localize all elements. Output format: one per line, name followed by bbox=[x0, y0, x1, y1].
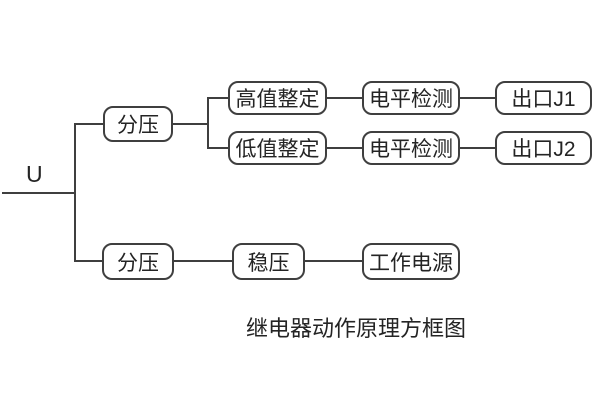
connector-split-to-low bbox=[207, 147, 230, 149]
connector-split-to-high bbox=[207, 97, 230, 99]
connector-u-input-line bbox=[2, 192, 74, 194]
connector-high-to-detect1 bbox=[326, 97, 364, 99]
block-level-detect-1: 电平检测 bbox=[362, 81, 460, 115]
connector-trunk-to-divider-top bbox=[74, 123, 106, 125]
connector-detect1-to-j1 bbox=[459, 97, 497, 99]
block-outlet-j1: 出口J1 bbox=[495, 81, 592, 115]
block-outlet-j2: 出口J2 bbox=[495, 131, 592, 165]
connector-detect2-to-j2 bbox=[459, 147, 497, 149]
block-divider-top: 分压 bbox=[103, 106, 173, 142]
block-divider-bottom: 分压 bbox=[102, 243, 174, 280]
connector-low-to-detect2 bbox=[326, 147, 364, 149]
block-level-detect-2: 电平检测 bbox=[362, 131, 460, 165]
block-high-setting: 高值整定 bbox=[228, 81, 327, 115]
input-voltage-label: U bbox=[26, 161, 43, 187]
connector-trunk-to-divider-bottom bbox=[74, 260, 104, 262]
connector-divider-to-regulator bbox=[173, 260, 234, 262]
connector-regulator-to-power bbox=[304, 260, 364, 262]
block-regulator: 稳压 bbox=[232, 243, 305, 280]
block-low-setting: 低值整定 bbox=[228, 131, 327, 165]
connector-trunk-vertical bbox=[74, 123, 76, 262]
connector-divider-to-split bbox=[171, 123, 209, 125]
connector-split-vertical bbox=[207, 97, 209, 149]
block-working-power: 工作电源 bbox=[362, 243, 460, 280]
diagram-caption: 继电器动作原理方框图 bbox=[246, 316, 467, 341]
